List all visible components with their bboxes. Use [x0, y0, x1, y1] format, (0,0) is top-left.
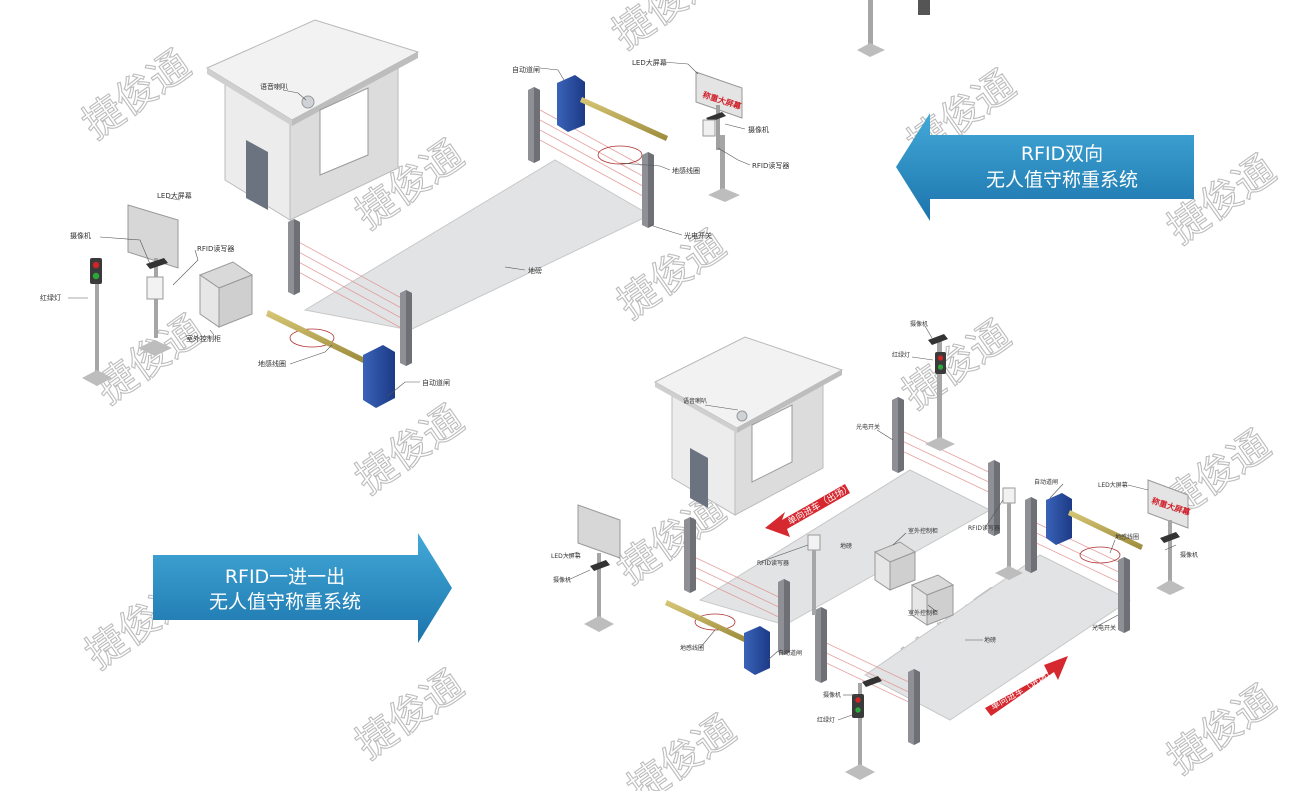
label-led-screen: LED大屏幕	[551, 552, 581, 560]
watermark: 捷俊通	[347, 397, 472, 504]
label-loop-coil: 地感线圈	[680, 644, 704, 652]
label-camera: 摄像机	[748, 125, 769, 134]
label-traffic-light: 红绿灯	[817, 716, 835, 724]
watermark: 捷俊通	[619, 707, 744, 791]
label-rfid-reader: RFID读写器	[757, 559, 789, 567]
light-switch-pole	[1118, 557, 1130, 633]
traffic-light-top	[82, 258, 112, 386]
label-auto-gate: 自动道闸	[778, 649, 802, 657]
watermark: 捷俊通	[609, 222, 734, 329]
led-screen-left-top	[127, 204, 179, 356]
watermark: 捷俊通	[347, 662, 472, 769]
label-light-switch: 光电开关	[856, 423, 880, 431]
banner-bidirectional-line2: 无人值守称重系统	[986, 169, 1138, 191]
label-auto-gate: 自动道闸	[512, 65, 540, 74]
watermark: 捷俊通	[1159, 677, 1284, 784]
led-screen-right-bottom: 称重大屏幕	[1147, 479, 1192, 595]
outdoor-cabinet-lower	[910, 574, 955, 626]
label-outdoor-cabinet: 室外控制柜	[186, 334, 221, 343]
label-light-switch: 光电开关	[1092, 624, 1116, 632]
light-switch-pole	[778, 579, 790, 655]
camera-icon	[146, 258, 168, 269]
light-switch-pole	[1025, 497, 1037, 573]
callouts-bottom	[565, 325, 1177, 721]
label-traffic-light: 红绿灯	[892, 351, 910, 359]
auto-gate-left	[665, 600, 770, 675]
label-outdoor-cabinet: 室外控制柜	[908, 527, 938, 535]
label-outdoor-cabinet: 室外控制柜	[908, 609, 938, 617]
guard-house-bottom	[653, 336, 844, 516]
outdoor-cabinet-upper	[873, 541, 917, 591]
auto-gate-top	[528, 75, 668, 228]
camera-icon	[862, 676, 882, 687]
banner-in-out-line1: RFID一进一出	[225, 566, 345, 588]
label-rfid-reader: RFID读写器	[197, 244, 234, 253]
label-led-screen: LED大屏幕	[632, 58, 667, 67]
camera-traffic-top	[925, 334, 955, 451]
light-switch-pole	[892, 397, 904, 473]
label-auto-gate: 自动道闸	[1034, 478, 1058, 486]
led-screen-right-top: 称重大屏幕	[695, 71, 743, 202]
label-loop-coil: 地感线圈	[1115, 533, 1139, 541]
weighbridge-lower	[864, 554, 1131, 721]
camera-icon	[928, 334, 948, 345]
label-weighbridge: 地磅	[528, 266, 542, 275]
watermark: 捷俊通	[87, 307, 212, 414]
speaker-icon	[736, 410, 748, 422]
label-voice-speaker: 语音喇叭	[260, 82, 288, 91]
auto-gate-right	[1046, 493, 1143, 550]
label-camera: 摄像机	[70, 231, 91, 240]
camera-icon	[590, 560, 610, 571]
label-weighbridge: 地磅	[984, 636, 996, 644]
label-rfid-reader: RFID读写器	[752, 161, 789, 170]
loop-coil-bottom-icon	[289, 328, 335, 348]
label-camera: 摄像机	[823, 691, 841, 699]
loop-coil-right-icon	[1079, 546, 1121, 564]
rfid-reader-mid	[995, 487, 1023, 580]
label-loop-coil: 地感线圈	[672, 166, 700, 175]
light-switch-pole	[684, 517, 696, 593]
camera-traffic-bottom	[845, 676, 882, 780]
guard-house-top	[205, 19, 420, 221]
light-switch-pole	[288, 219, 300, 295]
camera-icon	[1160, 532, 1180, 543]
label-camera: 摄像机	[910, 320, 928, 328]
watermark: 捷俊通	[604, 0, 729, 58]
banner-bidirectional-line1: RFID双向	[1021, 143, 1103, 165]
light-beams-top	[294, 109, 651, 331]
label-voice-speaker: 语音喇叭	[683, 397, 707, 405]
rfid-reader-left	[807, 534, 821, 615]
label-light-switch: 光电开关	[684, 231, 712, 240]
light-switch-pole	[908, 669, 920, 745]
led-screen-left-bottom	[577, 504, 621, 632]
label-camera: 摄像机	[553, 576, 571, 584]
banner-bidirectional: RFID双向 无人值守称重系统	[896, 113, 1194, 221]
callouts-top	[68, 61, 751, 397]
label-camera: 摄像机	[1180, 551, 1198, 559]
label-led-screen: LED大屏幕	[1098, 481, 1128, 489]
banner-in-out: RFID一进一出 无人值守称重系统	[153, 533, 452, 643]
light-switch-pole	[400, 290, 412, 366]
partial-pole-top	[857, 0, 930, 57]
label-auto-gate: 自动道闸	[422, 378, 450, 387]
top-scene: 称重大屏幕	[40, 0, 930, 408]
label-traffic-light: 红绿灯	[40, 293, 61, 302]
label-loop-coil: 地感线圈	[258, 359, 286, 368]
label-weighbridge: 地磅	[840, 542, 852, 550]
auto-gate-bottom	[266, 310, 395, 408]
banner-in-out-line2: 无人值守称重系统	[209, 591, 361, 613]
bottom-scene: 称重大屏幕	[551, 320, 1198, 780]
light-beams-bottom	[689, 429, 1126, 706]
label-led-screen: LED大屏幕	[157, 191, 192, 200]
label-rfid-reader: RFID读写器	[968, 524, 1000, 532]
watermark: 捷俊通	[74, 42, 199, 149]
outdoor-cabinet-top	[198, 261, 254, 328]
light-switch-pole	[815, 607, 827, 683]
